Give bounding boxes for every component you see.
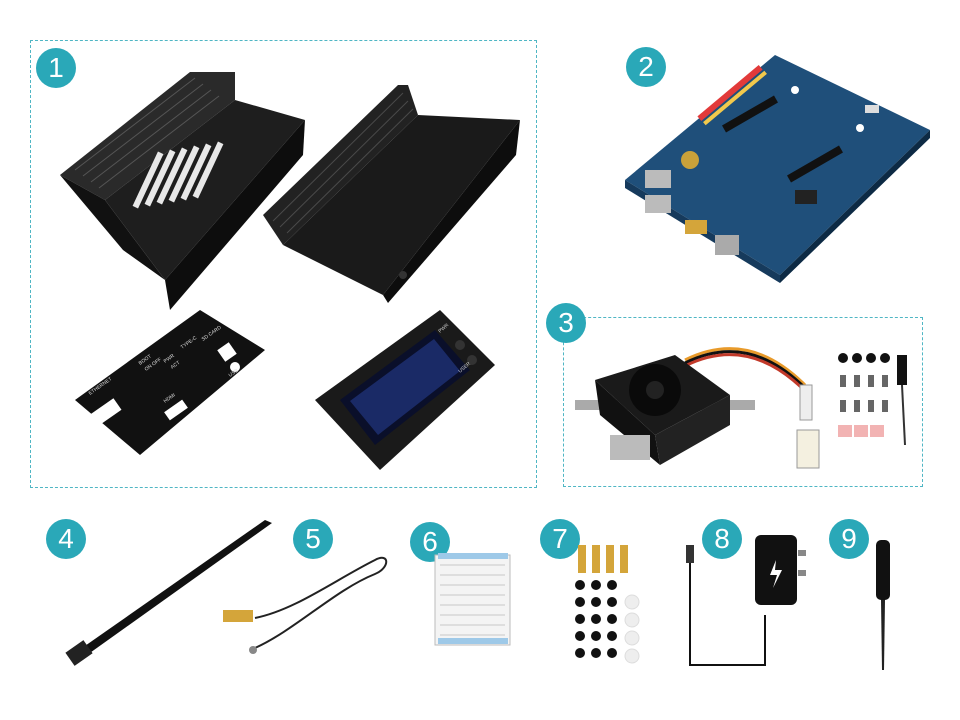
badge-8: 8 <box>702 519 742 559</box>
badge-6: 6 <box>410 522 450 562</box>
badge-3: 3 <box>546 303 586 343</box>
label-usb: USB <box>228 367 240 378</box>
badge-4: 4 <box>46 519 86 559</box>
fan-connector <box>796 384 820 469</box>
ffc-cable <box>434 553 511 646</box>
badge-9: 9 <box>829 519 869 559</box>
wifi-antenna <box>65 520 272 666</box>
badge-7: 7 <box>540 519 580 559</box>
badge-2: 2 <box>626 47 666 87</box>
group-3-box <box>563 317 923 487</box>
cooling-fan <box>575 347 807 465</box>
screw-pack <box>575 545 640 664</box>
case-top-shell <box>263 85 520 303</box>
case-bottom-shell <box>60 72 305 310</box>
screwdriver <box>876 540 890 670</box>
pigtail-cable <box>223 556 388 654</box>
badge-1: 1 <box>36 48 76 88</box>
group-1-box <box>30 40 537 488</box>
badge-5: 5 <box>293 519 333 559</box>
power-adapter <box>686 535 806 666</box>
display-front-panel: PWR USER <box>315 310 495 470</box>
label-act: ACT <box>170 360 182 371</box>
label-pwr: PWR <box>163 353 176 365</box>
carrier-board <box>625 55 930 283</box>
io-side-plate: ETHERNET BOOT ON OFF PWR ACT TYPE-C SD C… <box>75 310 265 455</box>
fan-accessories <box>838 353 907 446</box>
